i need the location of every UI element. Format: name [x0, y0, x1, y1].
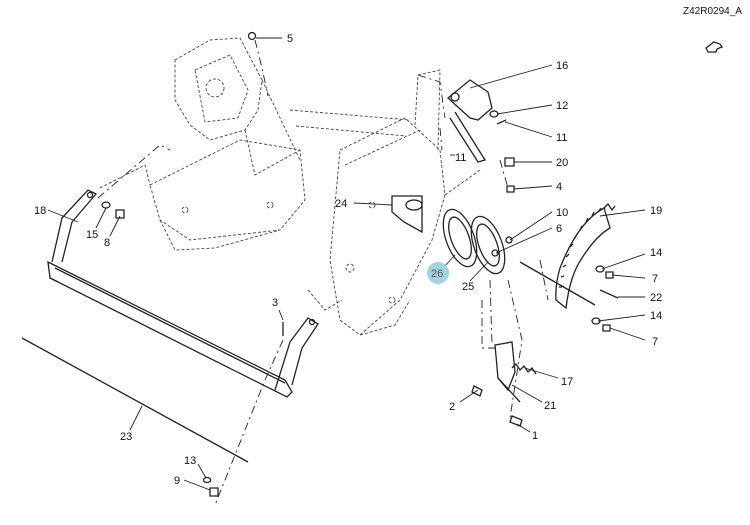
washer-14-upper — [595, 265, 605, 273]
callout-17[interactable]: 17 — [561, 376, 573, 388]
callout-14-lower[interactable]: 14 — [650, 310, 662, 322]
rod-23 — [21, 337, 249, 463]
callout-23[interactable]: 23 — [120, 431, 132, 443]
plate-24 — [391, 195, 423, 234]
sector-gear-19 — [519, 202, 616, 310]
latch-21 — [494, 341, 521, 403]
bolt-7-upper — [605, 271, 614, 279]
callout-7-lower[interactable]: 7 — [652, 336, 658, 348]
bolt-7-lower — [602, 324, 611, 332]
highlight-callout-26[interactable] — [427, 262, 449, 284]
main-frame-ghost — [99, 37, 481, 336]
callout-12[interactable]: 12 — [556, 100, 568, 112]
callout-11-right[interactable]: 11 — [556, 132, 567, 144]
callout-22[interactable]: 22 — [650, 292, 662, 304]
callout-25[interactable]: 25 — [462, 281, 474, 293]
assembly-lines — [97, 39, 549, 506]
callout-13[interactable]: 13 — [184, 455, 196, 467]
callout-21[interactable]: 21 — [544, 400, 556, 412]
washer-13 — [202, 476, 212, 484]
washer-12 — [489, 110, 499, 118]
callout-3[interactable]: 3 — [272, 297, 278, 309]
callout-10[interactable]: 10 — [556, 207, 568, 219]
callout-24[interactable]: 24 — [335, 198, 347, 210]
callout-4[interactable]: 4 — [556, 181, 562, 193]
leader-lines — [47, 37, 646, 491]
callout-2[interactable]: 2 — [449, 401, 455, 413]
fastener-6 — [491, 249, 499, 257]
gasket-25 — [470, 215, 506, 275]
callout-7-upper[interactable]: 7 — [652, 273, 658, 285]
cylinder-16 — [447, 79, 493, 163]
diagram-reference-code: Z42R0294_A — [683, 6, 742, 17]
pin-22 — [599, 289, 619, 299]
pin-2 — [471, 385, 483, 397]
pin-1 — [509, 415, 523, 427]
callout-18[interactable]: 18 — [34, 205, 46, 217]
callout-11-left[interactable]: 11 — [455, 152, 466, 164]
callout-8[interactable]: 8 — [104, 237, 110, 249]
callout-16[interactable]: 16 — [556, 60, 568, 72]
callout-1[interactable]: 1 — [532, 430, 538, 442]
fastener-10 — [505, 236, 513, 244]
callout-15[interactable]: 15 — [86, 229, 98, 241]
callout-14-upper[interactable]: 14 — [650, 247, 662, 259]
spring-17 — [511, 362, 537, 375]
callout-26[interactable]: 26 — [431, 268, 443, 280]
bolt-5 — [247, 31, 257, 41]
callout-20[interactable]: 20 — [556, 157, 568, 169]
nut-4 — [506, 185, 515, 193]
washer-15 — [101, 201, 111, 209]
callout-9[interactable]: 9 — [174, 475, 180, 487]
callout-labels: 5 16 12 11 11 20 4 10 6 19 14 7 22 14 7 … — [34, 33, 662, 487]
hand-pointer-icon[interactable] — [705, 41, 723, 53]
callout-5[interactable]: 5 — [287, 33, 293, 45]
bushing-20 — [504, 157, 515, 167]
reel-bar-18 — [47, 189, 319, 398]
gasket-26 — [442, 208, 478, 268]
pin-11 — [496, 119, 507, 125]
callout-6[interactable]: 6 — [556, 223, 562, 235]
bolt-9 — [209, 487, 219, 497]
bolt-8 — [115, 209, 125, 219]
callout-19[interactable]: 19 — [650, 205, 662, 217]
